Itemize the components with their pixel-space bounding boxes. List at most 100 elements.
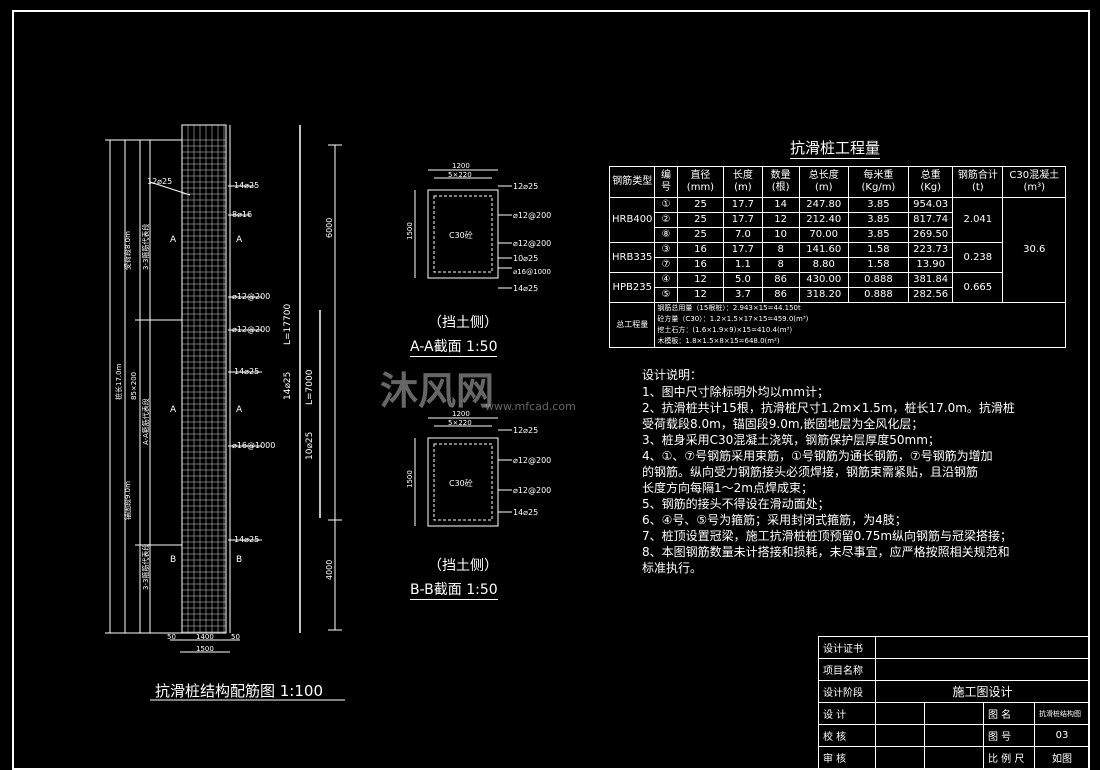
- tb-drawing-no: 03: [1034, 724, 1090, 747]
- elev-vert-bar2: 10⌀25: [305, 432, 315, 460]
- qty-cell: 1.1: [723, 257, 763, 273]
- elev-label-hoop1: ⌀12@200: [232, 292, 270, 301]
- qty-summary-label: 总工程量: [608, 302, 656, 348]
- elev-dim-w2: 1500: [196, 645, 214, 653]
- qty-cell: 12: [676, 272, 725, 288]
- elev-dim-top: 6000: [325, 218, 334, 238]
- tb-scale: 如图: [1034, 746, 1090, 769]
- qty-cell: 7.0: [723, 227, 763, 243]
- title-block: 设计证书 项目名称 设计阶段 施工图设计 设 计 图 名 抗滑桩结构图 校 核 …: [818, 636, 1090, 769]
- tb-drawing-no-label: 图 号: [983, 724, 1035, 747]
- elev-sec-b-left: B: [170, 555, 176, 565]
- qty-cell: 381.84: [908, 272, 954, 288]
- qty-cell: 25: [676, 197, 725, 213]
- qty-cell: ②: [654, 212, 678, 228]
- elev-label-hoop2: ⌀12@200: [232, 325, 270, 334]
- tb-row-design: 设 计 图 名 抗滑桩结构图: [818, 702, 1090, 725]
- qty-cell: 318.20: [798, 287, 849, 303]
- qty-cell: 3.85: [847, 227, 910, 243]
- tb-value: [875, 658, 1090, 681]
- quantity-table-header: 钢筋类型编号直径(mm)长度(m)数量(根)总长度(m)每米重(Kg/m)总重(…: [608, 166, 1066, 198]
- qty-total-t-cell: 0.238: [952, 242, 1004, 273]
- qty-cell: ⑧: [654, 227, 678, 243]
- qty-summary-line: 木模板：1.8×1.5×8×15=648.0(m²): [657, 337, 780, 345]
- elevation-title: 抗滑桩结构配筋图 1:100: [155, 682, 323, 700]
- elev-sec-b-right: B: [236, 555, 242, 565]
- notes-list: 1、图中尺寸除标明外均以mm计；2、抗滑桩共计15根，抗滑桩尺寸1.2m×1.5…: [642, 384, 1015, 576]
- elev-zone2: 锚固段9.0m: [123, 481, 132, 520]
- qty-cell: 3.7: [723, 287, 763, 303]
- elev-dim-w1: 1400: [196, 633, 214, 641]
- qty-cell: 212.40: [798, 212, 849, 228]
- qty-cell: 0.888: [847, 287, 910, 303]
- qty-summary-line: 挖土石方：(1.6×1.9×9)×15=410.4(m³): [657, 326, 793, 334]
- qty-cell: 17.7: [723, 242, 763, 258]
- tb-review-label: 审 核: [818, 746, 876, 769]
- tb-check-label: 校 核: [818, 724, 876, 747]
- elev-zone1: 受荷段8.0m: [123, 231, 132, 270]
- note-line: 3、桩身采用C30混凝土浇筑，钢筋保护层厚度50mm；: [642, 433, 940, 447]
- sec-b-height: 1500: [406, 470, 414, 488]
- elev-label-r2: 8⌀16: [232, 210, 252, 219]
- qty-cell: 16: [676, 242, 725, 258]
- qty-cell: 17.7: [723, 197, 763, 213]
- elev-sec-a2-left: A: [170, 405, 177, 415]
- note-line: 5、钢筋的接头不得设在滑动面处；: [642, 497, 830, 511]
- tb-row-review: 审 核 比 例 尺 如图: [818, 746, 1090, 769]
- qty-cell: 14: [761, 197, 800, 213]
- sec-a-label6: 14⌀25: [513, 284, 538, 293]
- tb-label: 项目名称: [818, 658, 876, 681]
- elev-label-r4: 14⌀25: [234, 535, 259, 544]
- tb-drawing-name-label: 图 名: [983, 702, 1035, 725]
- watermark: 沐风网: [380, 369, 495, 413]
- sec-a-label1: 12⌀25: [513, 182, 538, 191]
- qty-cell: 8.80: [798, 257, 849, 273]
- qty-cell: 5.0: [723, 272, 763, 288]
- qty-cell: 16: [676, 257, 725, 273]
- qty-cell: 430.00: [798, 272, 849, 288]
- qty-cell: 0.888: [847, 272, 910, 288]
- tb-blank: [924, 702, 984, 725]
- note-line: 4、①、⑦号钢筋采用束筋，①号钢筋为通长钢筋，⑦号钢筋为增加: [642, 449, 993, 463]
- qty-cell: 954.03: [908, 197, 954, 213]
- tb-blank: [924, 746, 984, 769]
- qty-cell: 3.85: [847, 197, 910, 213]
- section-b-drawing: 1200 5×220 1500 C30砼 12⌀25 ⌀12@200 ⌀12@2…: [406, 410, 551, 527]
- elev-dim-side-right: 50: [231, 633, 240, 641]
- section-a-drawing: 1200 5×220 1500 C30砼 12⌀25 ⌀12@200 ⌀12@2…: [406, 162, 551, 293]
- quantity-table: 钢筋类型编号直径(mm)长度(m)数量(根)总长度(m)每米重(Kg/m)总重(…: [608, 166, 1066, 348]
- sec-a-height: 1500: [406, 222, 414, 240]
- elev-dim-seg1: L=7000: [305, 369, 315, 405]
- qty-cell: 86: [761, 287, 800, 303]
- qty-concrete-cell: 30.6: [1002, 197, 1066, 303]
- note-line: 的钢筋。纵向受力钢筋接头必须焊接，钢筋束需紧贴，且沿钢筋: [642, 465, 979, 479]
- elev-vert-bar1: 14⌀25: [283, 372, 293, 400]
- qty-total-t-cell: 0.665: [952, 272, 1004, 303]
- qty-cell: 3.85: [847, 212, 910, 228]
- elev-hoop-label2: A-A箍筋代表段: [141, 398, 150, 445]
- qty-header-cell: 每米重(Kg/m): [847, 166, 910, 198]
- note-line: 8、本图钢筋数量未计搭接和损耗，未尽事宜，应严格按照相关规范和: [642, 545, 1010, 559]
- qty-header-cell: 数量(根): [761, 166, 800, 198]
- qty-type-cell: HRB400: [608, 197, 656, 243]
- qty-header-cell: 钢筋类型: [608, 166, 656, 198]
- qty-cell: 13.90: [908, 257, 954, 273]
- sec-a-label3: ⌀12@200: [513, 239, 551, 248]
- qty-cell: 70.00: [798, 227, 849, 243]
- sec-b-title: B-B截面 1:50: [410, 579, 498, 600]
- tb-blank: [924, 724, 984, 747]
- sec-a-retaining-side: （挡土侧）: [428, 315, 498, 331]
- tb-row-cert: 设计证书: [818, 636, 1090, 659]
- qty-cell: 12: [676, 287, 725, 303]
- qty-cell: 141.60: [798, 242, 849, 258]
- qty-cell: 1.58: [847, 257, 910, 273]
- elev-label-r3: 14⌀25: [234, 367, 259, 376]
- qty-cell: 817.74: [908, 212, 954, 228]
- tb-row-check: 校 核 图 号 03: [818, 724, 1090, 747]
- elev-hoop-label3: 3-3箍筋代表段: [141, 544, 150, 590]
- qty-cell: 8: [761, 257, 800, 273]
